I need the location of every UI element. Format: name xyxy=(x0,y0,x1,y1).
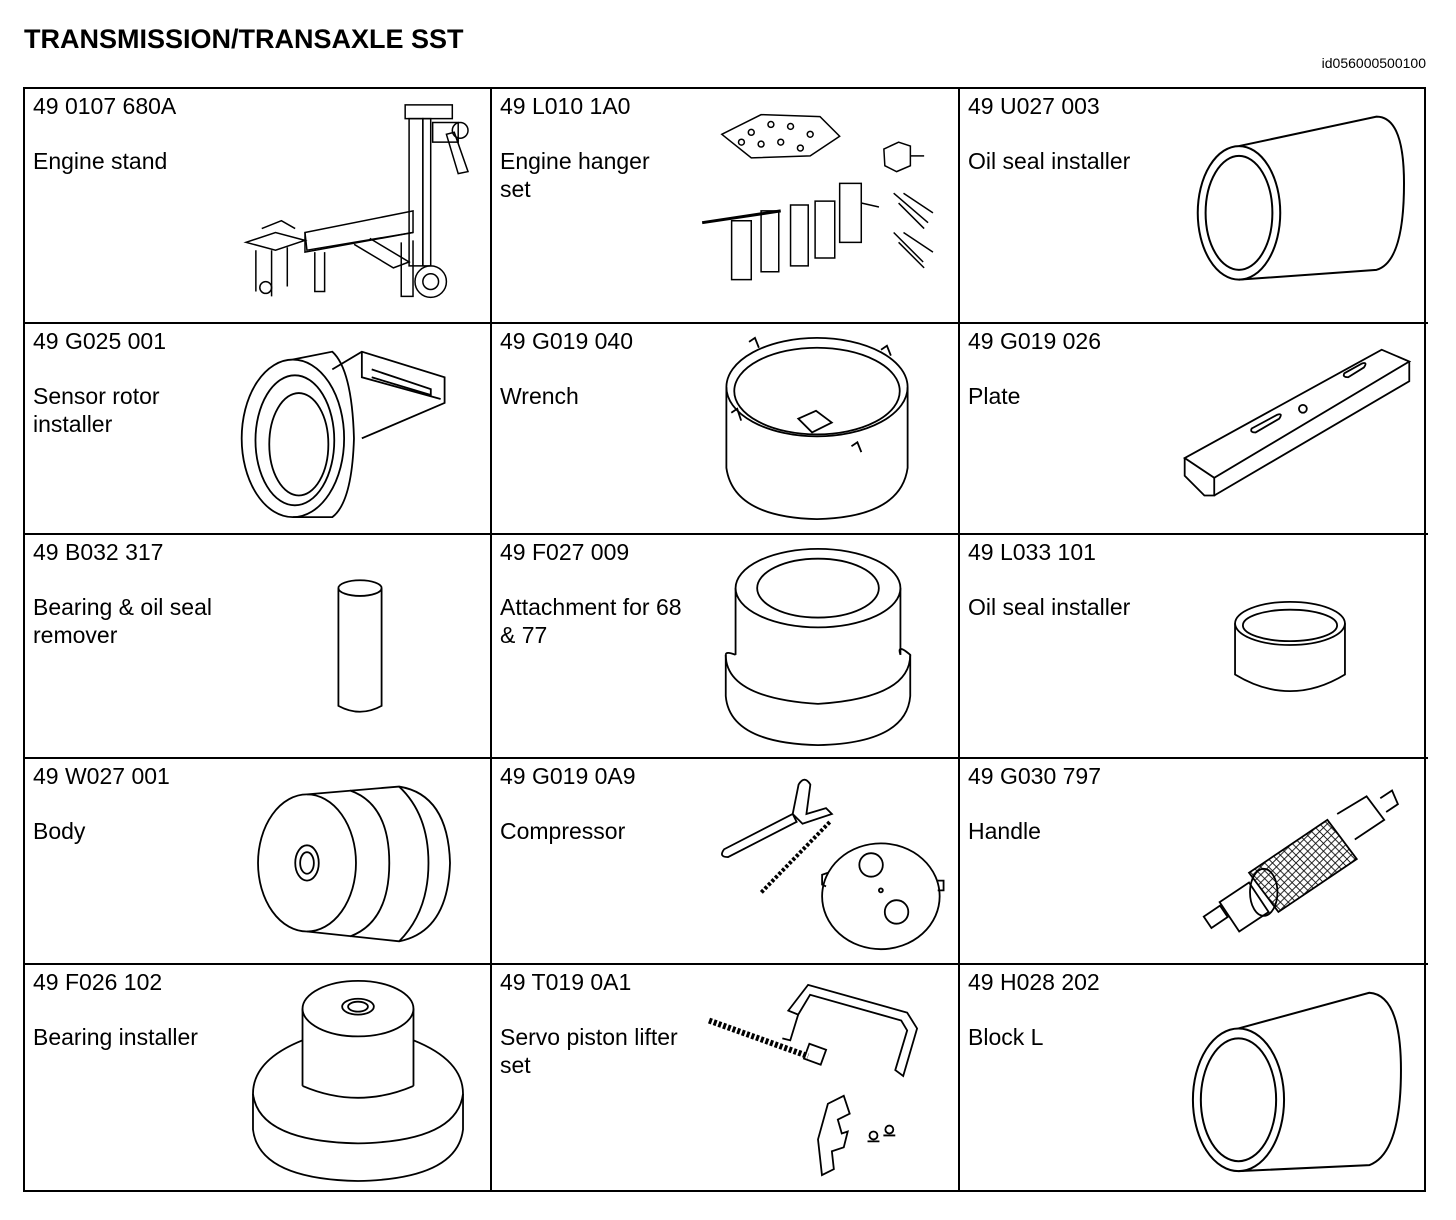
part-number: 49 L033 101 xyxy=(968,539,1096,565)
handle-icon xyxy=(1188,765,1408,957)
part-number: 49 U027 003 xyxy=(968,93,1100,119)
part-number: 49 G019 0A9 xyxy=(500,763,636,789)
wrench-icon xyxy=(712,330,922,527)
part-number: 49 T019 0A1 xyxy=(500,969,632,995)
document-id: id056000500100 xyxy=(1321,55,1426,71)
part-number: 49 0107 680A xyxy=(33,93,177,119)
bearing-oil-seal-remover-icon xyxy=(330,541,390,751)
part-number: 49 B032 317 xyxy=(33,539,164,565)
plate-icon xyxy=(1173,330,1418,527)
sensor-rotor-installer-icon xyxy=(232,330,472,527)
engine-stand-icon xyxy=(234,95,484,316)
part-number: 49 G025 001 xyxy=(33,328,167,354)
tool-name: Engine hanger set xyxy=(500,148,650,202)
tool-cell: 49 G019 026 Plate xyxy=(960,324,1428,535)
tool-name: Attachment for 68 & 77 xyxy=(500,594,682,648)
tool-name: Plate xyxy=(968,383,1021,409)
tool-cell: 49 B032 317 Bearing & oil seal remover xyxy=(25,535,492,759)
tool-name: Oil seal installer xyxy=(968,594,1131,620)
bearing-installer-icon xyxy=(248,971,468,1184)
compressor-icon xyxy=(702,765,952,957)
tool-cell: 49 L010 1A0 Engine hanger set xyxy=(492,89,960,324)
tool-cell: 49 W027 001 Body xyxy=(25,759,492,965)
oil-seal-installer-small-icon xyxy=(1228,541,1352,751)
tool-name: Oil seal installer xyxy=(968,148,1131,174)
tool-cell: 49 0107 680A Engine stand xyxy=(25,89,492,324)
part-number: 49 F026 102 xyxy=(33,969,163,995)
part-number: 49 F027 009 xyxy=(500,539,630,565)
tool-cell: 49 G025 001 Sensor rotor installer xyxy=(25,324,492,535)
tool-cell: 49 F027 009 Attachment for 68 & 77 xyxy=(492,535,960,759)
tool-name: Bearing installer xyxy=(33,1024,198,1050)
tool-cell: 49 G030 797 Handle xyxy=(960,759,1428,965)
tool-name: Wrench xyxy=(500,383,579,409)
page-title: TRANSMISSION/TRANSAXLE SST xyxy=(24,24,464,54)
tool-cell: 49 G019 0A9 Compressor xyxy=(492,759,960,965)
attachment-icon xyxy=(718,541,918,751)
tool-name: Sensor rotor installer xyxy=(33,383,160,437)
part-number: 49 H028 202 xyxy=(968,969,1100,995)
part-number: 49 G030 797 xyxy=(968,763,1102,789)
tool-cell: 49 G019 040 Wrench xyxy=(492,324,960,535)
tool-name: Body xyxy=(33,818,86,844)
tool-cell: 49 T019 0A1 Servo piston lifter set xyxy=(492,965,960,1190)
sst-table: 49 0107 680A Engine stand xyxy=(23,87,1428,1192)
tool-name: Engine stand xyxy=(33,148,168,174)
tool-name: Compressor xyxy=(500,818,626,844)
part-number: 49 W027 001 xyxy=(33,763,170,789)
tool-cell: 49 F026 102 Bearing installer xyxy=(25,965,492,1190)
tool-name: Handle xyxy=(968,818,1041,844)
part-number: 49 G019 026 xyxy=(968,328,1102,354)
part-number: 49 L010 1A0 xyxy=(500,93,631,119)
tool-name: Servo piston lifter set xyxy=(500,1024,678,1078)
tool-name: Bearing & oil seal remover xyxy=(33,594,212,648)
block-l-icon xyxy=(1174,971,1406,1184)
servo-piston-lifter-set-icon xyxy=(698,971,938,1184)
oil-seal-installer-icon xyxy=(1178,95,1410,316)
tool-cell: 49 L033 101 Oil seal installer xyxy=(960,535,1428,759)
engine-hanger-set-icon xyxy=(690,95,952,316)
tool-name: Block L xyxy=(968,1024,1044,1050)
tool-cell: 49 H028 202 Block L xyxy=(960,965,1428,1190)
tool-cell: 49 U027 003 Oil seal installer xyxy=(960,89,1428,324)
part-number: 49 G019 040 xyxy=(500,328,634,354)
body-icon xyxy=(250,765,460,957)
